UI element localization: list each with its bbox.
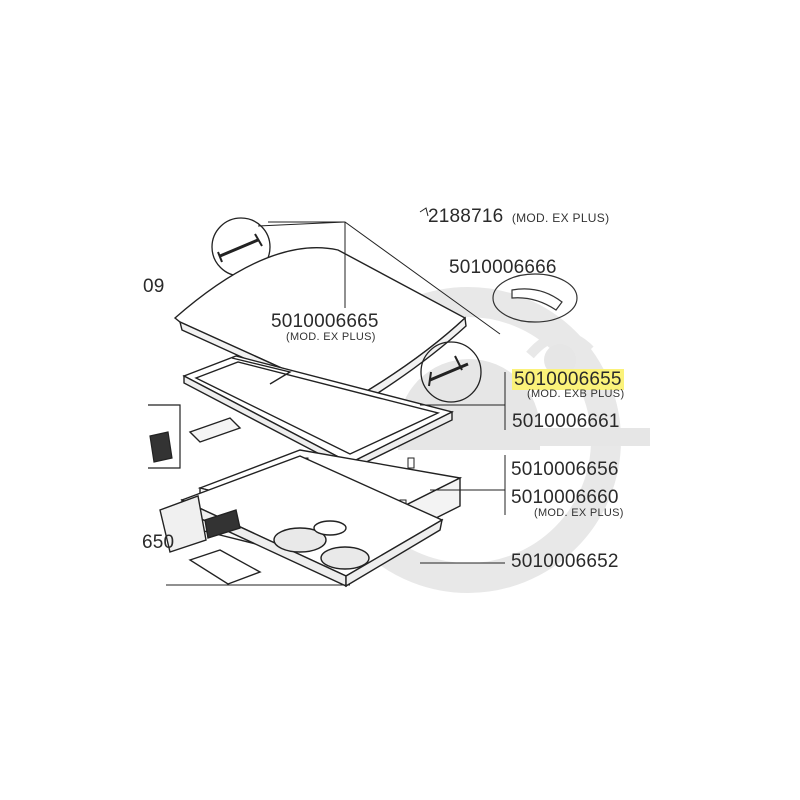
part-label-5010006665: 5010006665 — [271, 311, 379, 332]
left-partial-label-bottom: 650 — [142, 532, 175, 553]
part-label-5010006661: 5010006661 — [512, 411, 620, 432]
leader-lines — [419, 207, 506, 564]
part-label-5010006660: 5010006660 — [511, 487, 619, 508]
handle-part-5010006666 — [492, 273, 578, 323]
part-label-5010006666: 5010006666 — [449, 257, 557, 278]
part-label-5010006656: 5010006656 — [511, 459, 619, 480]
left-partial-label-top: 09 — [143, 276, 165, 297]
part-label-5010006652: 5010006652 — [511, 551, 619, 572]
left-partial-part — [148, 404, 181, 469]
screw-callout-2 — [420, 341, 482, 403]
model-note-5010006655: (MOD. EXB PLUS) — [527, 388, 625, 400]
model-note: (MOD. EX PLUS) — [511, 211, 610, 225]
model-note-5010006660: (MOD. EX PLUS) — [534, 507, 624, 519]
top-partial-label: 2188716 (MOD. EX PLUS) — [428, 207, 609, 226]
part-label-5010006655: 5010006655 — [512, 369, 624, 390]
highlighted-part-number: 5010006655 — [512, 369, 624, 390]
frame-part-5010006655 — [182, 355, 454, 472]
bottom-housing-part-5010006652 — [159, 455, 444, 588]
model-note-5010006665: (MOD. EX PLUS) — [286, 331, 376, 343]
part-number: 2188716 — [428, 206, 504, 227]
